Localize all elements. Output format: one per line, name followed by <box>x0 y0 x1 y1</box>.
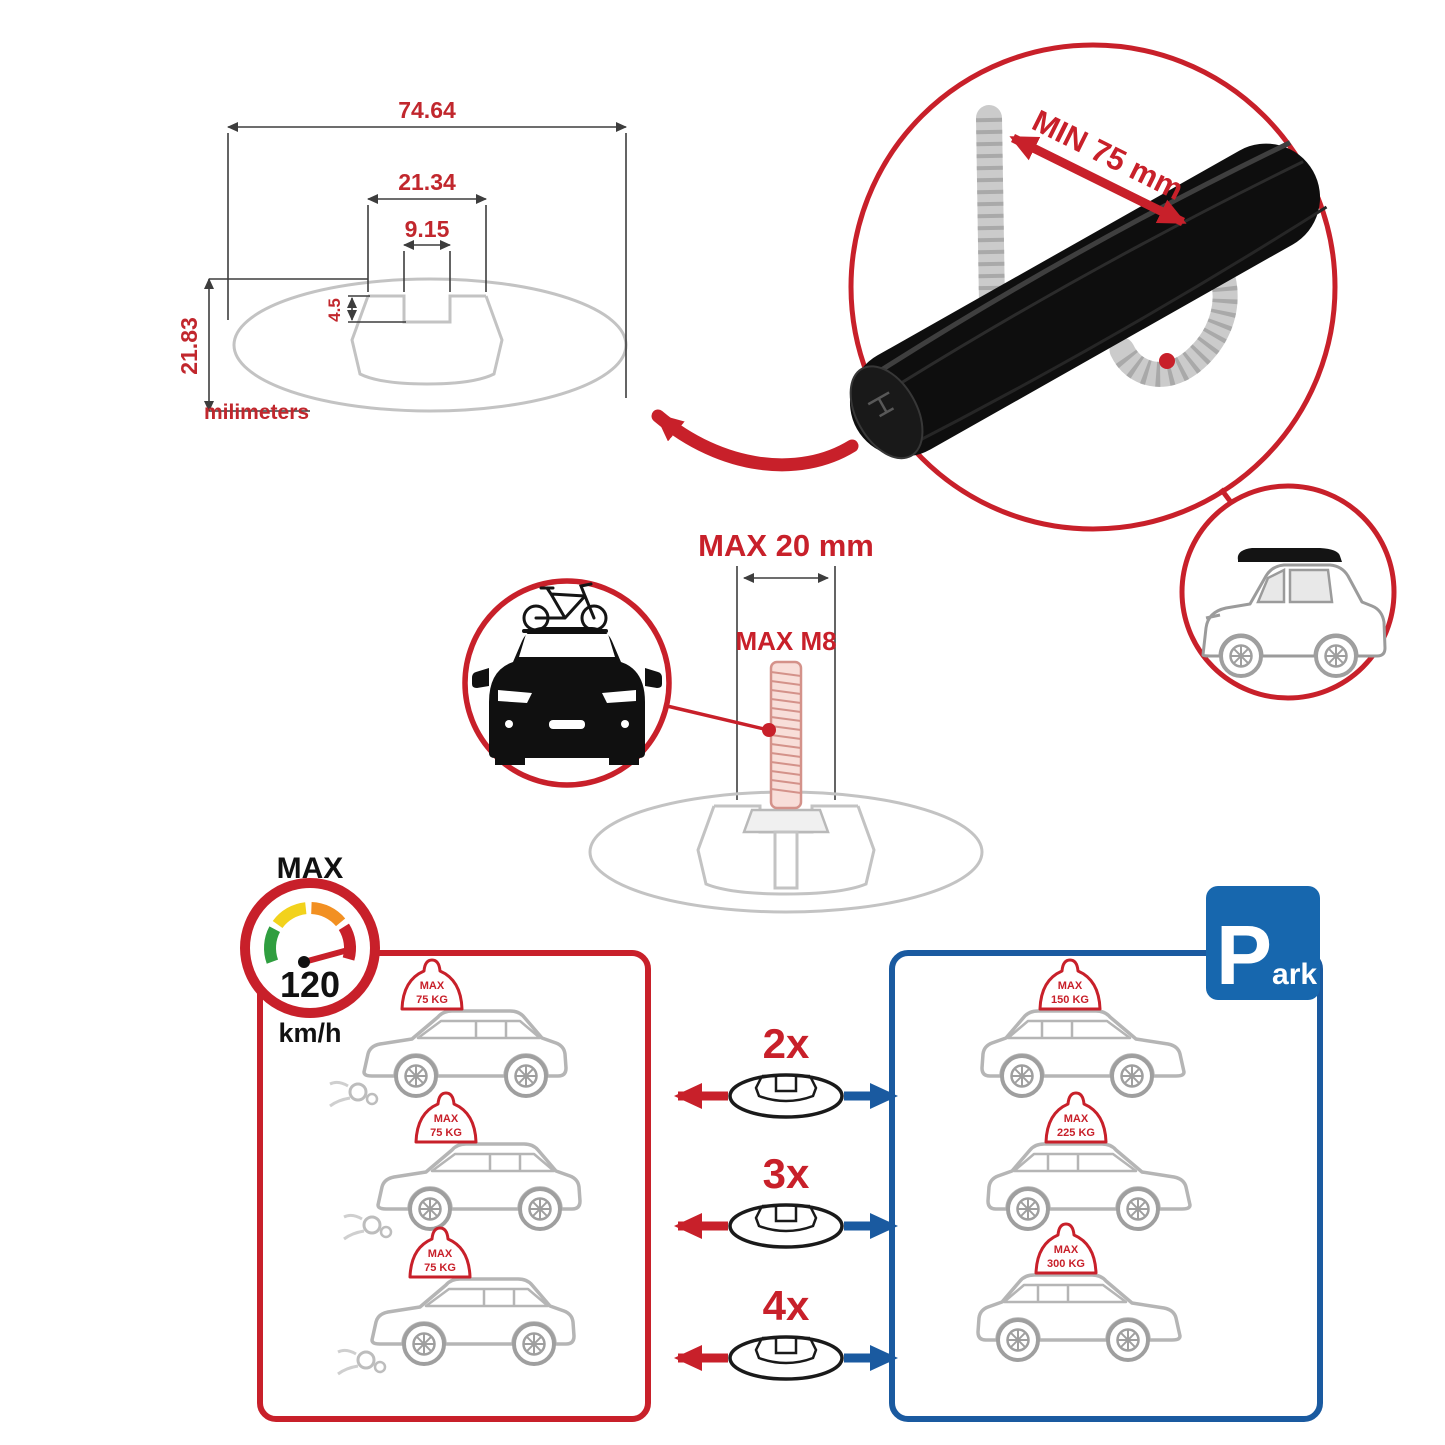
bolt-detail: MAX 20 mm MAX M8 <box>588 528 984 914</box>
roof-box <box>1237 548 1342 562</box>
suv-wheel-front <box>1219 634 1263 678</box>
park-sign: Park <box>1206 886 1320 1002</box>
bolt-length-label: MAX 20 mm <box>698 528 874 563</box>
driving-cars: MAX 75 KG MAX 75 KG MAX 75 KG <box>328 958 580 1376</box>
driving-car-1 <box>364 1011 566 1096</box>
crossbar-lower-edge <box>902 205 1328 451</box>
bolt-leader-line <box>666 704 765 731</box>
bolt-thread-label: MAX M8 <box>735 626 836 656</box>
parked-car-3 <box>978 1275 1180 1360</box>
roofbox-suv-badge <box>1179 483 1397 701</box>
cargo-5-kg: 225 KG <box>1057 1127 1095 1139</box>
cargo-1-max: MAX <box>420 980 445 992</box>
crossbar-body <box>849 143 1321 457</box>
driving-car-3 <box>372 1279 574 1364</box>
cargo-2-kg: 75 KG <box>430 1127 462 1139</box>
parked-cars: MAX 150 KG MAX 225 KG MAX 300 KG <box>978 958 1190 1360</box>
gauge-pivot <box>298 956 310 968</box>
crossbar-ridge <box>859 140 1292 386</box>
park-sign-text: Park <box>1216 908 1317 1002</box>
car-front-silhouette <box>472 627 662 765</box>
bolt-leader-dot <box>762 723 776 737</box>
units-label: milimeters <box>204 401 309 424</box>
cargo-3-max: MAX <box>428 1248 453 1260</box>
swirl-3 <box>336 1348 387 1376</box>
dim-channel-width: 21.34 <box>398 169 456 195</box>
crossbar-end-channel <box>867 391 895 418</box>
dimension-diagram: 74.64 21.34 9.15 4.5 21.83 milimeters <box>176 97 628 424</box>
dim-slot-width: 9.15 <box>405 216 450 242</box>
profile-icon-1 <box>728 1073 844 1119</box>
speed-value: 120 <box>280 964 340 1005</box>
suv-windows <box>1256 567 1334 604</box>
crossbar-zoom-circle: MIN 75 mm <box>848 42 1338 532</box>
profile-icon-2 <box>728 1203 844 1249</box>
gauge-seg-orange <box>310 902 346 927</box>
bolt-stem <box>773 830 799 890</box>
park-sign-plate <box>1206 886 1320 1000</box>
speed-unit: km/h <box>278 1018 341 1048</box>
crossbar-3d <box>849 140 1328 460</box>
cargo-4-max: MAX <box>1058 980 1083 992</box>
min-grip-arrow <box>1009 133 1187 227</box>
qty-row-1: 2x <box>763 1020 810 1067</box>
clamp-pointer-dot <box>1159 353 1175 369</box>
parking-panel <box>889 950 1323 1422</box>
cargo-5-max: MAX <box>1064 1113 1089 1125</box>
crossbar-groove <box>873 160 1304 401</box>
speed-limit-gauge: MAX 120 km/h <box>240 852 380 1048</box>
profile-pointer-arrow <box>651 409 859 472</box>
zoom-circle-outline <box>848 42 1338 532</box>
qty-row-3: 4x <box>763 1282 810 1329</box>
bolt-head <box>742 808 830 834</box>
cargo-3-kg: 75 KG <box>424 1262 456 1274</box>
cargo-4-kg: 150 KG <box>1051 994 1089 1006</box>
gauge-seg-red <box>338 923 356 961</box>
dim-total-width: 74.64 <box>398 97 456 123</box>
parked-car-2 <box>988 1144 1190 1229</box>
bolt-threads <box>770 671 802 794</box>
profile-ellipse <box>232 277 628 413</box>
gauge-needle <box>301 947 351 965</box>
dim-total-height: 21.83 <box>176 317 202 375</box>
parked-car-1 <box>982 1011 1184 1096</box>
gauge-seg-green <box>264 926 281 964</box>
suv-headlight <box>1205 613 1221 620</box>
cargo-6-max: MAX <box>1054 1244 1079 1256</box>
dim-slot-depth: 4.5 <box>325 298 344 322</box>
suv-wheel-rear <box>1314 634 1358 678</box>
driving-panel <box>257 950 651 1422</box>
qty-row-2: 3x <box>763 1150 810 1197</box>
quantity-rows: 2x 3x 4x <box>674 1020 898 1381</box>
profile-channel <box>350 294 504 386</box>
driving-car-2 <box>378 1144 580 1229</box>
swirl-1 <box>328 1080 379 1108</box>
bike-car-badge <box>462 578 776 788</box>
gauge-seg-yellow <box>272 902 307 929</box>
profile-icon-3 <box>728 1335 844 1381</box>
swirl-2 <box>342 1213 393 1241</box>
cargo-1-kg: 75 KG <box>416 994 448 1006</box>
clamp-rod <box>976 105 1005 318</box>
cargo-2-max: MAX <box>434 1113 459 1125</box>
cargo-6-kg: 300 KG <box>1047 1258 1085 1270</box>
